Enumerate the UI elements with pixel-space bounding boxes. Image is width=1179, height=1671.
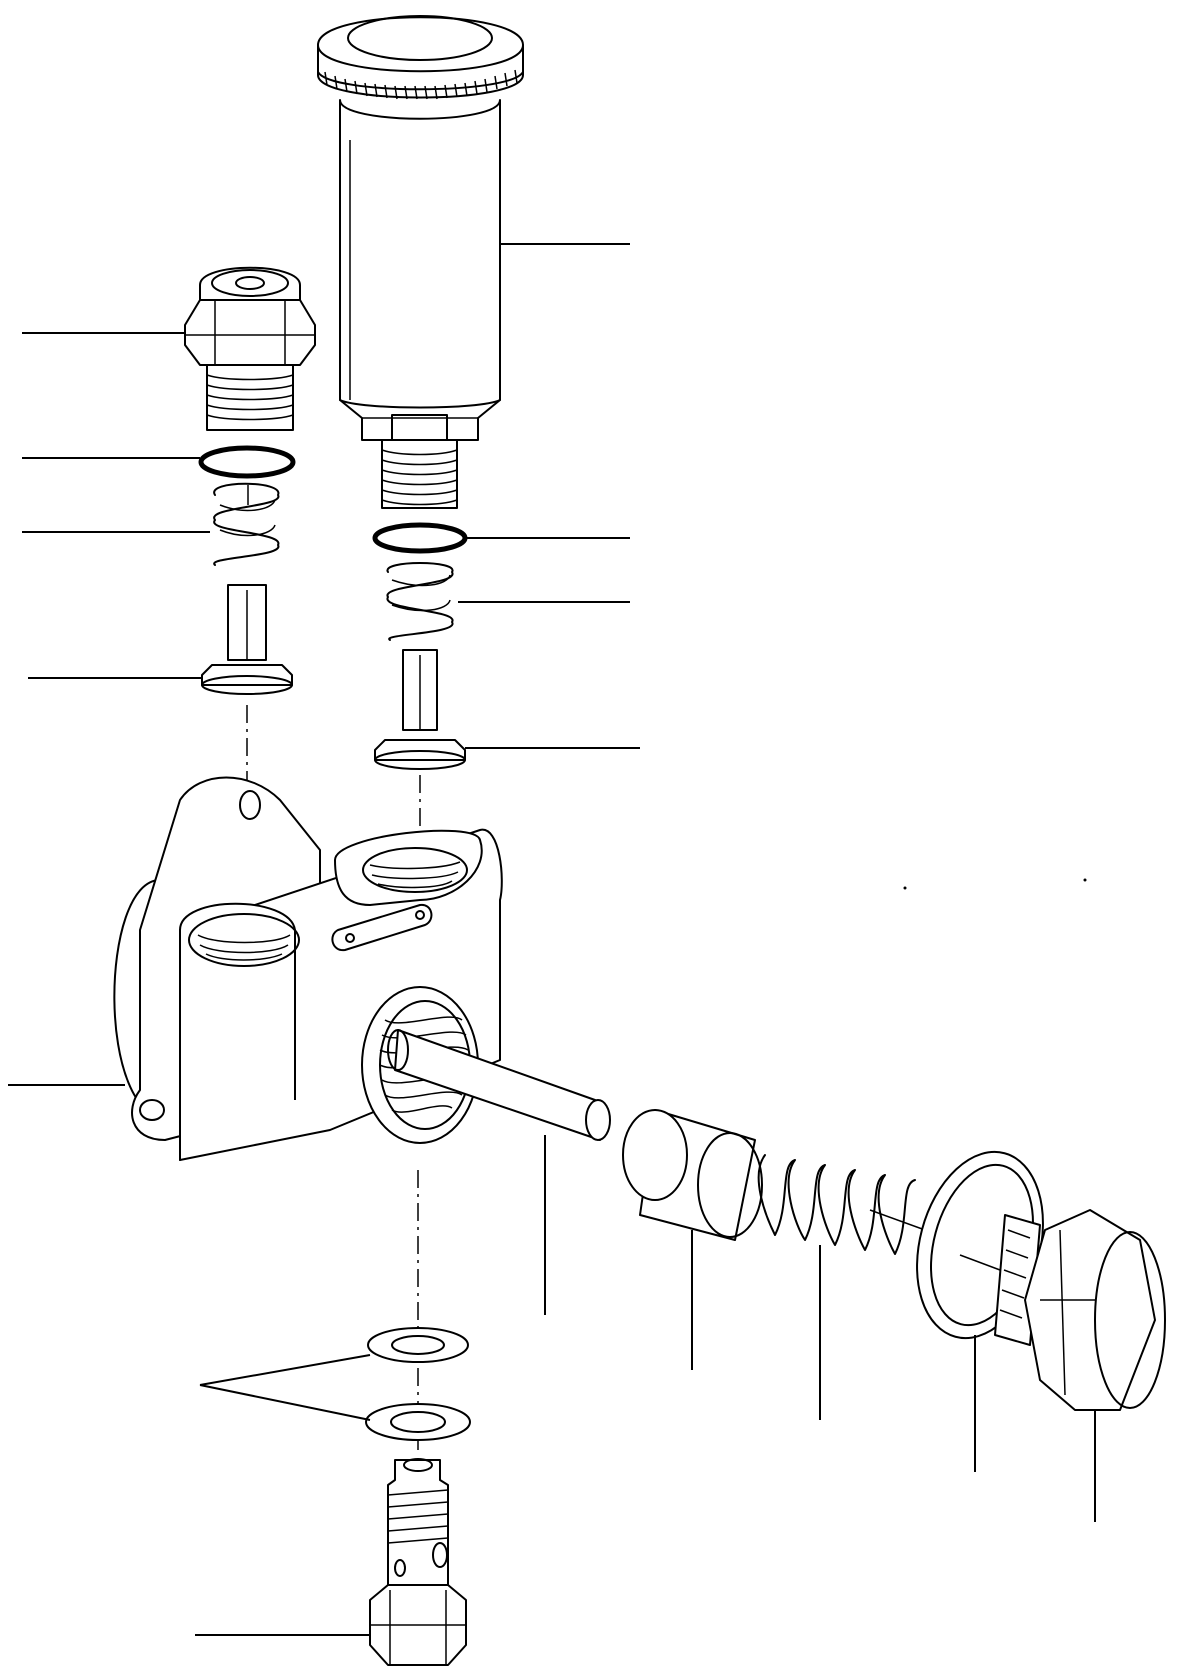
piston-spring [757, 1154, 926, 1420]
plunger-rod [387, 1029, 611, 1315]
outlet-fitting [22, 266, 316, 431]
speck-1 [903, 886, 907, 890]
priming-pump-knob [317, 15, 524, 100]
spring-right [386, 562, 630, 641]
washer-upper [367, 1327, 469, 1363]
check-valve-left [28, 584, 293, 950]
spring-left [22, 482, 280, 566]
speck-2 [1083, 878, 1087, 882]
piston-sleeve [622, 1109, 763, 1370]
hex-plug [994, 1209, 1166, 1522]
washer-leaders [199, 1354, 371, 1421]
check-valve-right [374, 649, 640, 860]
pump-housing [8, 776, 503, 1161]
o-ring-left [22, 445, 296, 479]
washer-lower [365, 1403, 471, 1441]
banjo-bolt [195, 1458, 467, 1666]
o-ring-right [372, 522, 630, 554]
priming-pump-cylinder [339, 99, 630, 509]
